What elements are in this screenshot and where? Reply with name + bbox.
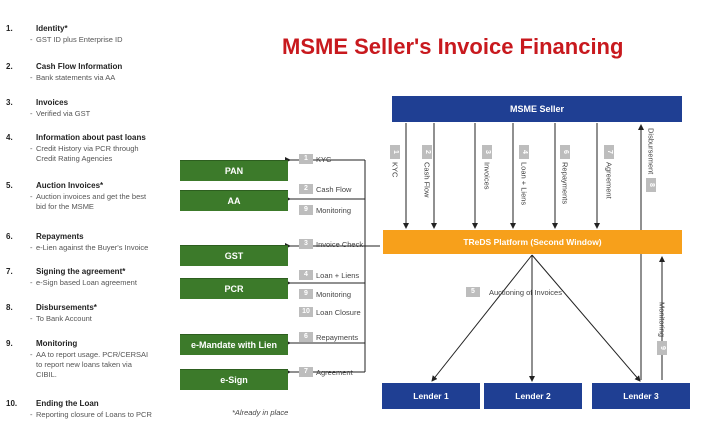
step-description: -Reporting closure of Loans to PCR	[30, 410, 152, 419]
step-heading: Repayments	[36, 232, 84, 241]
esign-box: e-Sign	[180, 369, 288, 390]
emandate-box: e-Mandate with Lien	[180, 334, 288, 355]
step-heading: Monitoring	[36, 339, 78, 348]
msme-seller-box: MSME Seller	[392, 96, 682, 122]
pcr-box: PCR	[180, 278, 288, 299]
step-heading: Disbursements*	[36, 303, 97, 312]
footnote: *Already in place	[232, 408, 289, 417]
step-description: -GST ID plus Enterprise ID	[30, 35, 123, 44]
step-number: 9.	[6, 339, 13, 348]
pan-box: PAN	[180, 160, 288, 181]
step-description: -Verified via GST	[30, 109, 91, 118]
step-number: 4.	[6, 133, 13, 142]
treds-lender3-arrow	[531, 254, 641, 382]
treds-platform-box: TReDS Platform (Second Window)	[383, 230, 682, 254]
diagram-title: MSME Seller's Invoice Financing	[282, 34, 624, 59]
step-description: -e-Lien against the Buyer's Invoice	[30, 243, 149, 252]
step-description: -e-Sign based Loan agreement	[30, 278, 137, 287]
lender-3-box: Lender 3	[592, 383, 690, 409]
step-heading: Ending the Loan	[36, 399, 99, 408]
step-number: 5.	[6, 181, 13, 190]
gst-box: GST	[180, 245, 288, 266]
step-heading: Information about past loans	[36, 133, 146, 142]
step-heading: Invoices	[36, 98, 69, 107]
lender-2-box: Lender 2	[484, 383, 582, 409]
step-heading: Cash Flow Information	[36, 62, 123, 71]
step-heading: Signing the agreement*	[36, 267, 126, 276]
step-number: 3.	[6, 98, 13, 107]
step-heading: Auction Invoices*	[36, 181, 104, 190]
step-heading: Identity*	[36, 24, 68, 33]
step-description: -Bank statements via AA	[30, 73, 116, 82]
step-number: 2.	[6, 62, 13, 71]
step-description: -To Bank Account	[30, 314, 92, 323]
step-number: 1.	[6, 24, 13, 33]
aa-box: AA	[180, 190, 288, 211]
step-number: 6.	[6, 232, 13, 241]
treds-lender1-arrow	[431, 254, 533, 382]
step-number: 7.	[6, 267, 13, 276]
lender-1-box: Lender 1	[382, 383, 480, 409]
step-number: 10.	[6, 399, 18, 408]
step-number: 8.	[6, 303, 13, 312]
